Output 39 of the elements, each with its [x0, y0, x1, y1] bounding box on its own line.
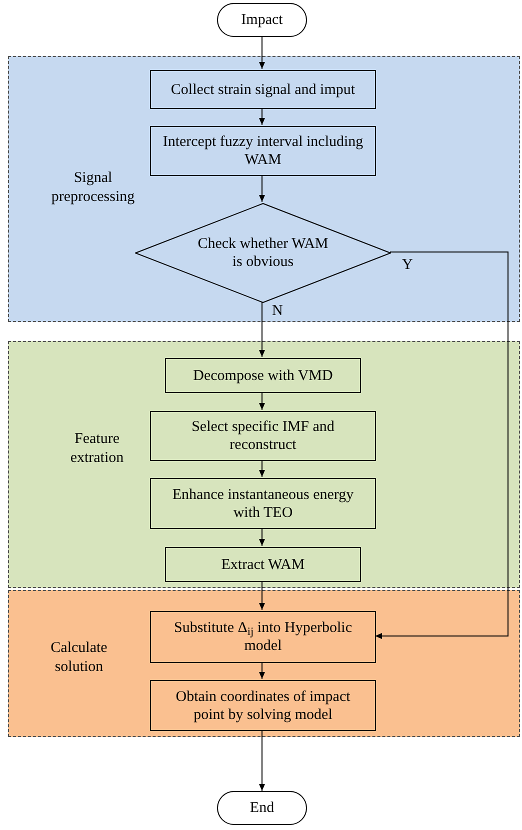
stage-label: Calculate solution	[50, 639, 108, 676]
terminal-node	[217, 3, 307, 37]
arrow	[259, 730, 265, 792]
node-text: Substitute Δ$_{ij}$ into Hyperbolic model	[173, 619, 353, 655]
arrow	[259, 662, 265, 680]
node-text: End	[250, 799, 274, 817]
node-text: Check whether WAM is obvious	[196, 235, 330, 271]
process-box	[150, 680, 376, 731]
stage-label: Signal preprocessing	[50, 169, 136, 206]
node-text: Collect strain signal and imput	[170, 80, 356, 98]
arrow	[259, 460, 265, 478]
process-box	[150, 611, 376, 663]
node-text: Impact	[241, 11, 283, 29]
node-text: Select specific IMF and reconstruct	[190, 418, 336, 454]
node-text: Obtain coordinates of impact point by solving model	[174, 688, 352, 724]
stage-band	[8, 56, 520, 322]
arrow	[374, 252, 508, 639]
arrow	[259, 36, 265, 70]
arrow	[259, 174, 265, 202]
process-box	[165, 358, 361, 393]
node-text: Decompose with VMD	[193, 366, 333, 384]
stage-band	[8, 590, 520, 737]
node-text: Intercept fuzzy interval including WAM	[162, 133, 364, 169]
node-text: Enhance instantaneous energy with TEO	[171, 486, 355, 522]
process-box	[150, 478, 376, 529]
arrow	[259, 302, 265, 358]
arrow	[259, 108, 265, 126]
stage-label: Feature extration	[69, 430, 125, 468]
decision-diamond	[135, 203, 391, 303]
arrow	[259, 528, 265, 546]
process-box	[150, 70, 376, 109]
arrow	[259, 580, 265, 610]
process-box	[150, 126, 376, 176]
terminal-node	[217, 791, 307, 825]
node-text: Extract WAM	[221, 556, 305, 574]
stage-band	[8, 341, 520, 588]
arrow	[259, 392, 265, 410]
process-box	[165, 547, 361, 582]
process-box	[150, 411, 376, 461]
